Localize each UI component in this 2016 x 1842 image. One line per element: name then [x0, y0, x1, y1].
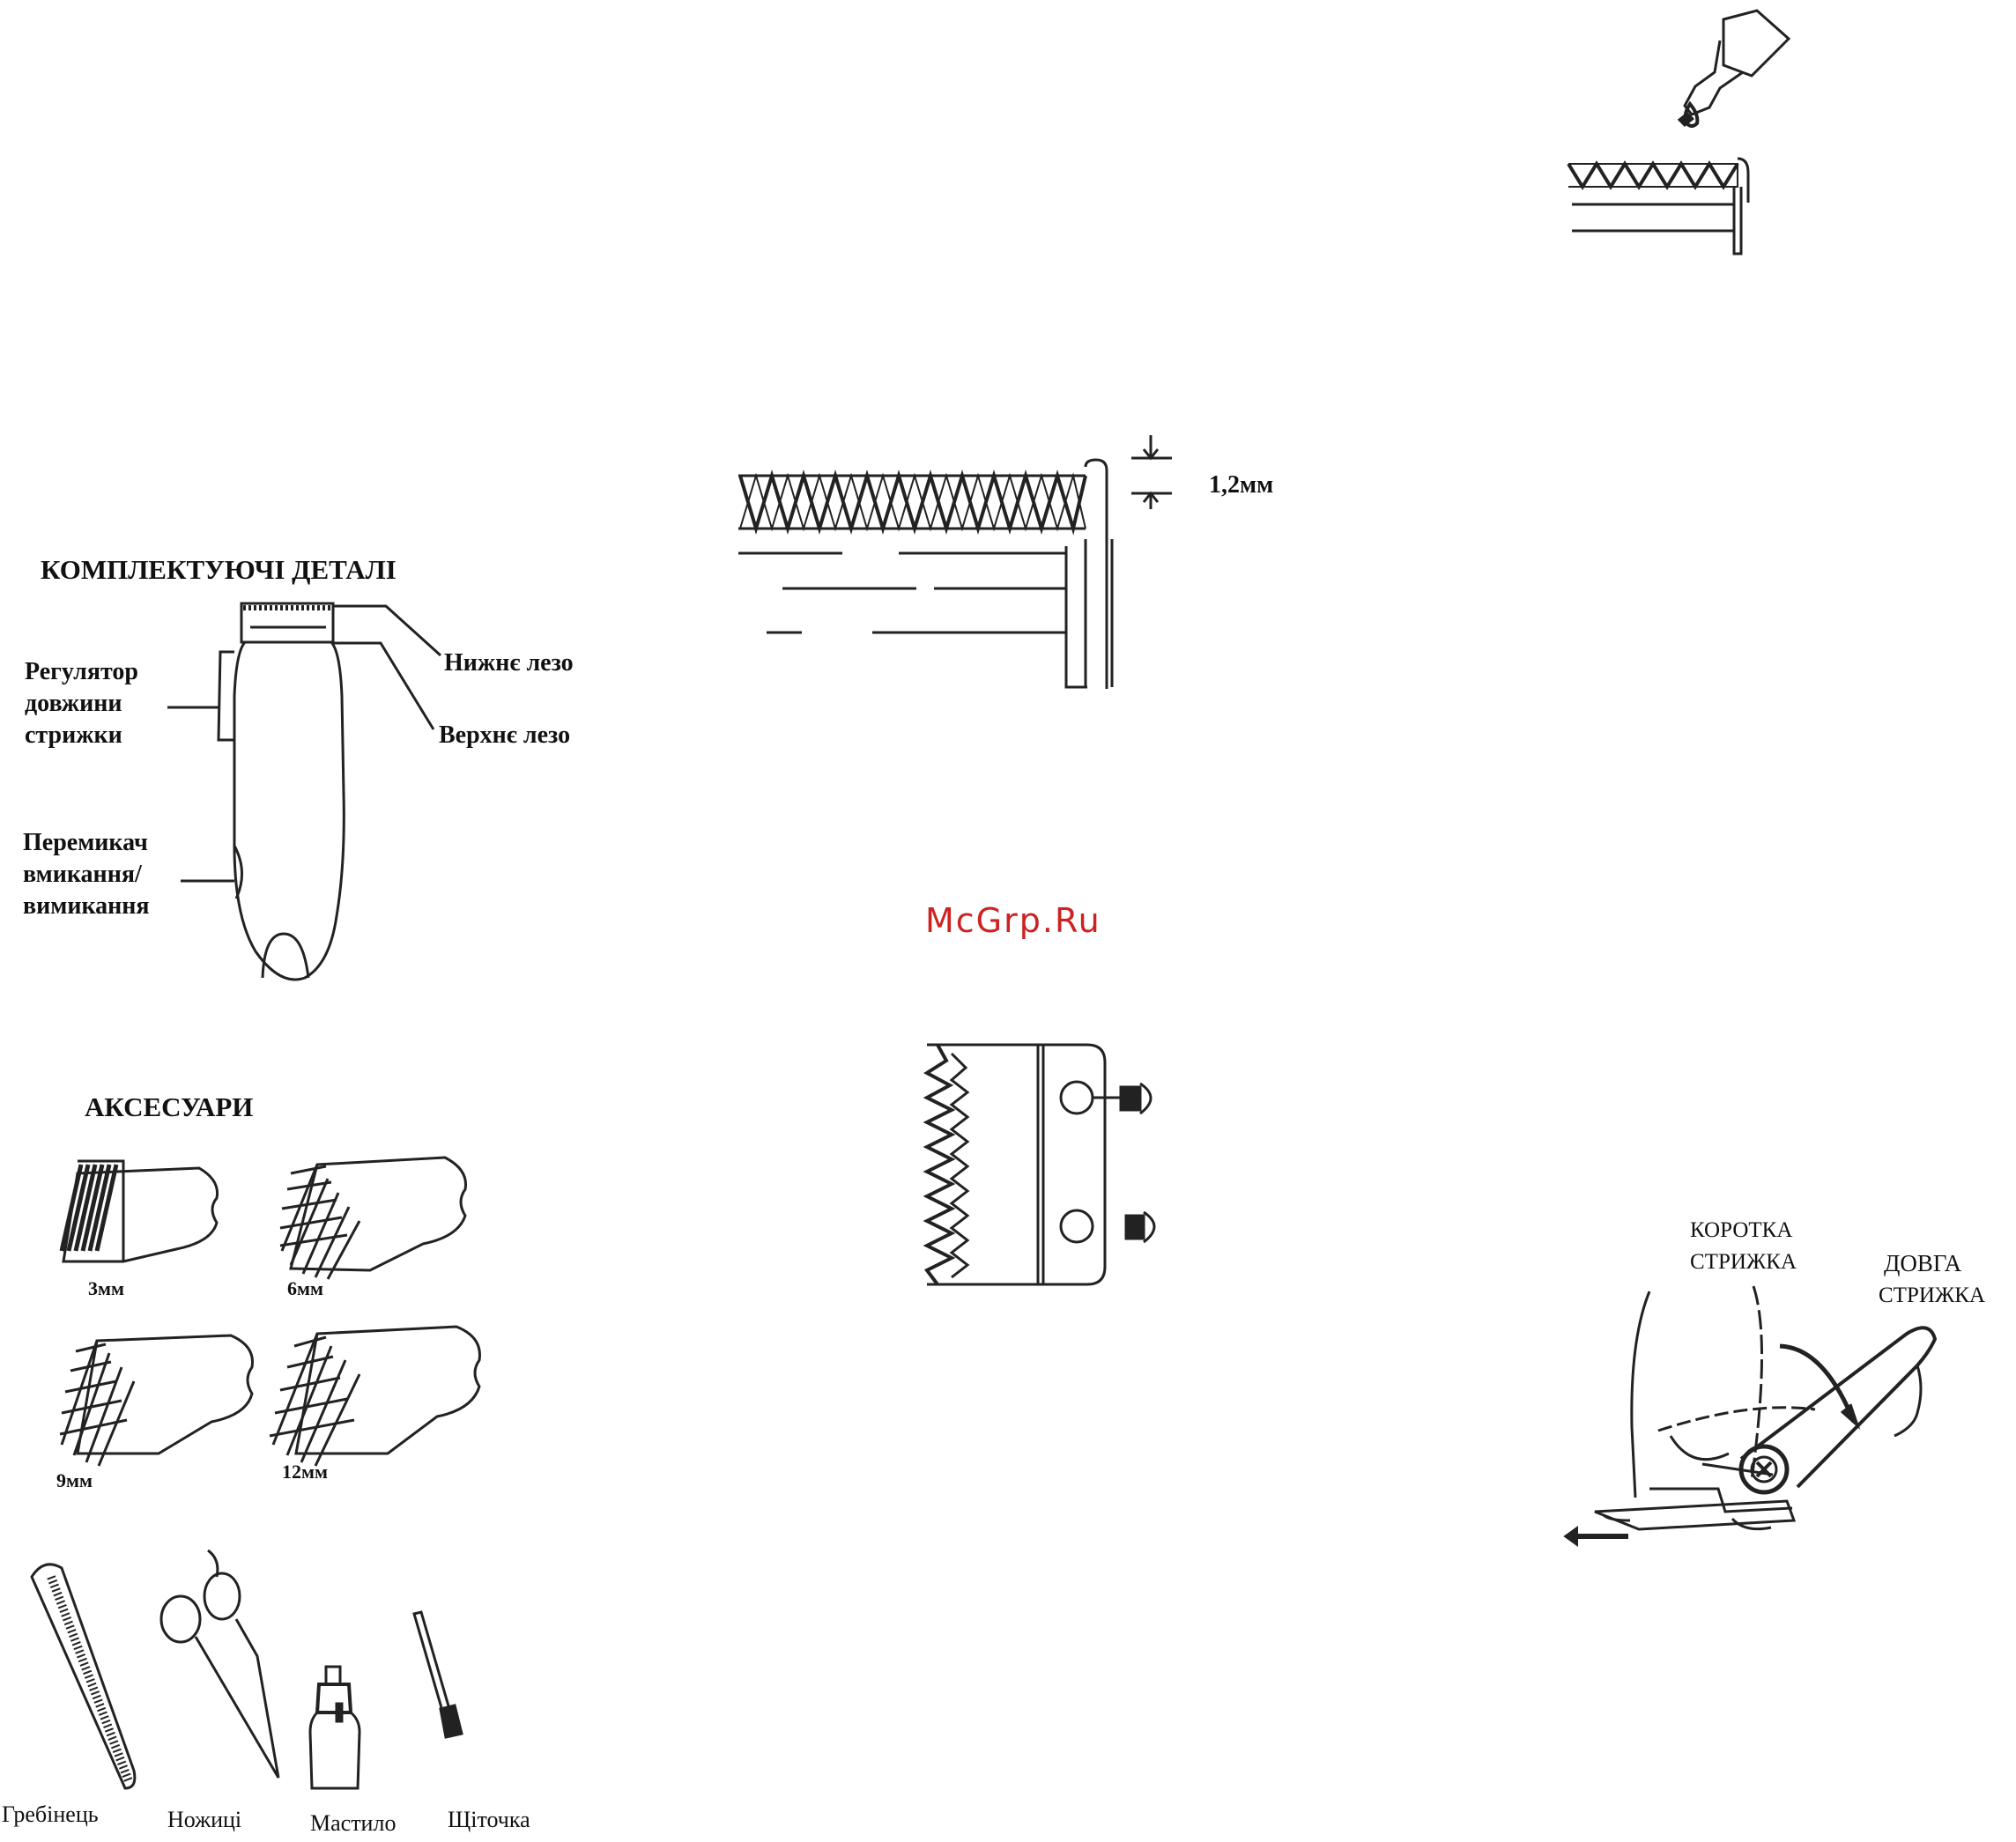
lower-blade-label: Нижнє лезо: [444, 648, 574, 678]
power-switch-label-1: Перемикач: [23, 828, 148, 858]
short-cut-label-1: КОРОТКА: [1690, 1217, 1792, 1244]
oil-label: Мастило: [310, 1809, 396, 1837]
brush-icon: [414, 1612, 462, 1737]
power-switch-label-3: вимикання: [23, 891, 150, 921]
length-lever-illustration: [1565, 1286, 1935, 1545]
blade-gap-label: 1,2мм: [1209, 470, 1273, 500]
brush-label: Щіточка: [448, 1806, 530, 1833]
guide-comb-3mm-icon: [62, 1161, 218, 1261]
guide-comb-6mm-icon: [280, 1158, 466, 1279]
scissors-icon: [161, 1550, 278, 1778]
guide-comb-9mm-icon: [60, 1335, 253, 1466]
short-cut-label-2: СТРИЖКА: [1690, 1249, 1797, 1276]
length-adjuster-label-1: Регулятор: [25, 657, 138, 687]
length-adjuster-label-2: довжини: [25, 689, 122, 719]
guide-comb-12mm-icon: [270, 1327, 479, 1466]
blade-screws-illustration: [927, 1045, 1154, 1284]
guide-6mm-label: 6мм: [287, 1277, 323, 1300]
parts-title: КОМПЛЕКТУЮЧІ ДЕТАЛІ: [41, 553, 397, 586]
upper-blade-label: Верхнє лезо: [439, 721, 570, 751]
oil-bottle-icon: [310, 1667, 359, 1788]
clipper-illustration: [167, 603, 441, 980]
watermark: McGrp.Ru: [925, 901, 1101, 940]
guide-12mm-label: 12мм: [282, 1461, 328, 1483]
length-adjuster-label-3: стрижки: [25, 721, 122, 751]
blade-alignment-illustration: [738, 435, 1172, 689]
comb-icon: [32, 1565, 135, 1788]
long-cut-label-2: СТРИЖКА: [1879, 1283, 1985, 1309]
comb-label: Гребінець: [2, 1801, 99, 1828]
oiling-illustration: [1568, 11, 1789, 254]
accessories-title: АКСЕСУАРИ: [85, 1091, 253, 1123]
guide-3mm-label: 3мм: [88, 1277, 124, 1300]
long-cut-label-1: ДОВГА: [1884, 1249, 1961, 1277]
scissors-label: Ножиці: [167, 1806, 241, 1833]
power-switch-label-2: вмикання/: [23, 860, 142, 890]
guide-9mm-label: 9мм: [56, 1469, 93, 1492]
